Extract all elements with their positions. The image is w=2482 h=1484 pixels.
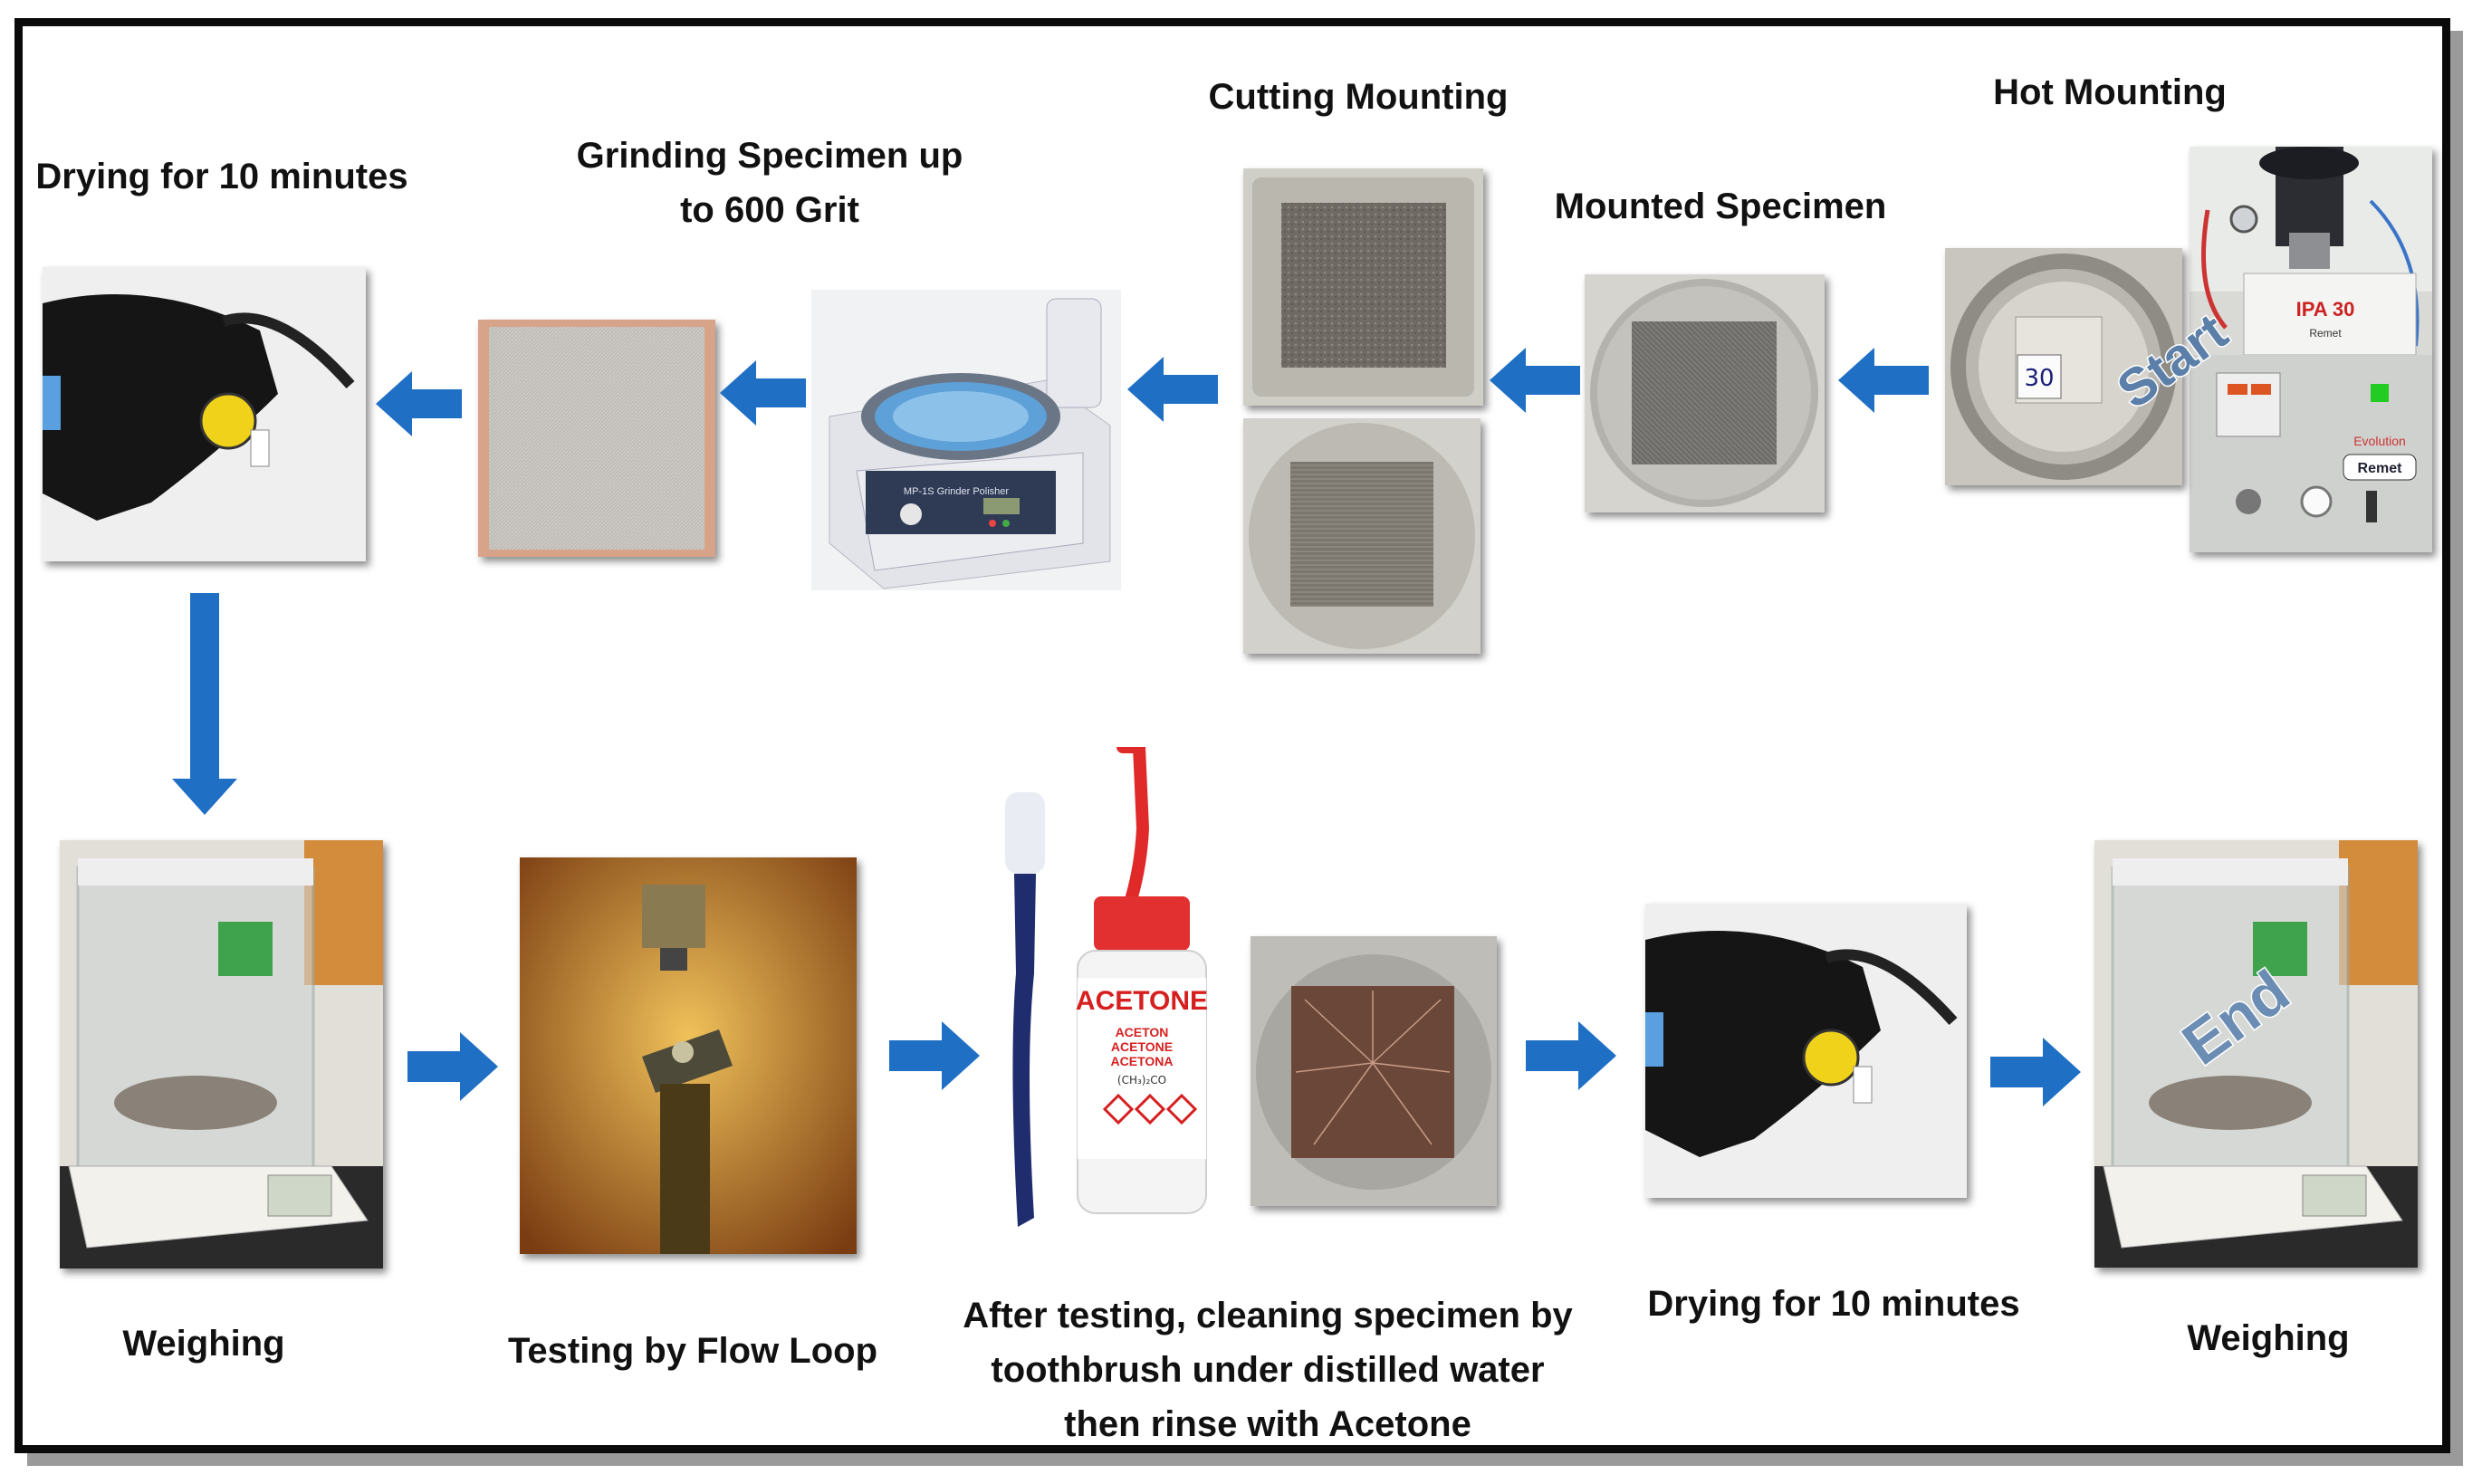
acetone-label-3: ACETONA (1111, 1054, 1174, 1068)
label-grinding: Grinding Specimen up to 600 Grit (561, 129, 978, 237)
arrow-right-icon (1526, 1021, 1616, 1090)
label-drying-bottom: Drying for 10 minutes (1647, 1284, 2020, 1324)
mounted-specimen-photo (1585, 274, 1825, 512)
balance-right-photo (2094, 840, 2418, 1268)
ground-specimen-photo (478, 320, 715, 557)
evolution-label: Evolution (2353, 434, 2406, 448)
remet-badge-label: Remet (2358, 461, 2403, 476)
label-cleaning-line2: toothbrush under distilled water (991, 1350, 1545, 1390)
flow-loop-photo (520, 857, 857, 1254)
label-grinding-line2: to 600 Grit (680, 190, 859, 230)
label-cleaning: After testing, cleaning specimen by toot… (942, 1288, 1594, 1451)
arrow-down-icon (172, 593, 237, 815)
acetone-bottle-photo: ACETONE ACETON ACETONE ACETONA (CH₃)₂CO (1069, 747, 1213, 1218)
label-testing: Testing by Flow Loop (507, 1331, 878, 1371)
arrow-left-icon (1127, 357, 1218, 422)
hot-mounting-press-photo: IPA 30 Remet Evolution Remet (2190, 147, 2432, 552)
label-mounted-specimen: Mounted Specimen (1554, 187, 1887, 226)
arrow-left-icon (720, 360, 806, 426)
ipa-label: IPA 30 (2296, 298, 2355, 321)
label-cleaning-line3: then rinse with Acetone (1064, 1404, 1471, 1444)
label-weighing-left: Weighing (122, 1324, 285, 1364)
acetone-label-1: ACETON (1116, 1025, 1169, 1039)
label-weighing-right: Weighing (2187, 1318, 2350, 1358)
label-grinding-line1: Grinding Specimen up (576, 136, 963, 176)
acetone-label-2: ACETONE (1111, 1039, 1173, 1054)
arrow-right-icon (1990, 1038, 2081, 1106)
toothbrush-photo (998, 792, 1052, 1236)
arrow-left-icon (376, 371, 462, 436)
label-drying-top: Drying for 10 minutes (35, 157, 408, 196)
balance-left-photo (60, 840, 383, 1269)
label-cutting-mounting: Cutting Mounting (1208, 77, 1509, 117)
specimen-number-tag: 30 (2024, 365, 2054, 392)
grinder-model-label: MP-1S Grinder Polisher (904, 486, 1009, 497)
acetone-label-main: ACETONE (1076, 986, 1208, 1016)
arrow-left-icon (1838, 348, 1929, 413)
remet-small-label: Remet (2309, 327, 2342, 340)
hair-dryer-top-photo (43, 267, 366, 561)
cut-specimen-top-photo (1243, 168, 1483, 406)
arrow-right-icon (889, 1021, 980, 1090)
cut-specimen-bottom-photo (1243, 418, 1481, 654)
grinder-polisher-photo: MP-1S Grinder Polisher (811, 290, 1121, 590)
arrow-left-icon (1490, 348, 1580, 413)
tested-specimen-photo (1251, 936, 1497, 1206)
mold-photo: 30 (1945, 248, 2182, 485)
arrow-right-icon (407, 1032, 498, 1101)
acetone-formula: (CH₃)₂CO (1117, 1074, 1166, 1087)
hair-dryer-bottom-photo (1645, 904, 1967, 1198)
label-hot-mounting: Hot Mounting (1993, 72, 2227, 112)
label-cleaning-line1: After testing, cleaning specimen by (963, 1296, 1573, 1336)
